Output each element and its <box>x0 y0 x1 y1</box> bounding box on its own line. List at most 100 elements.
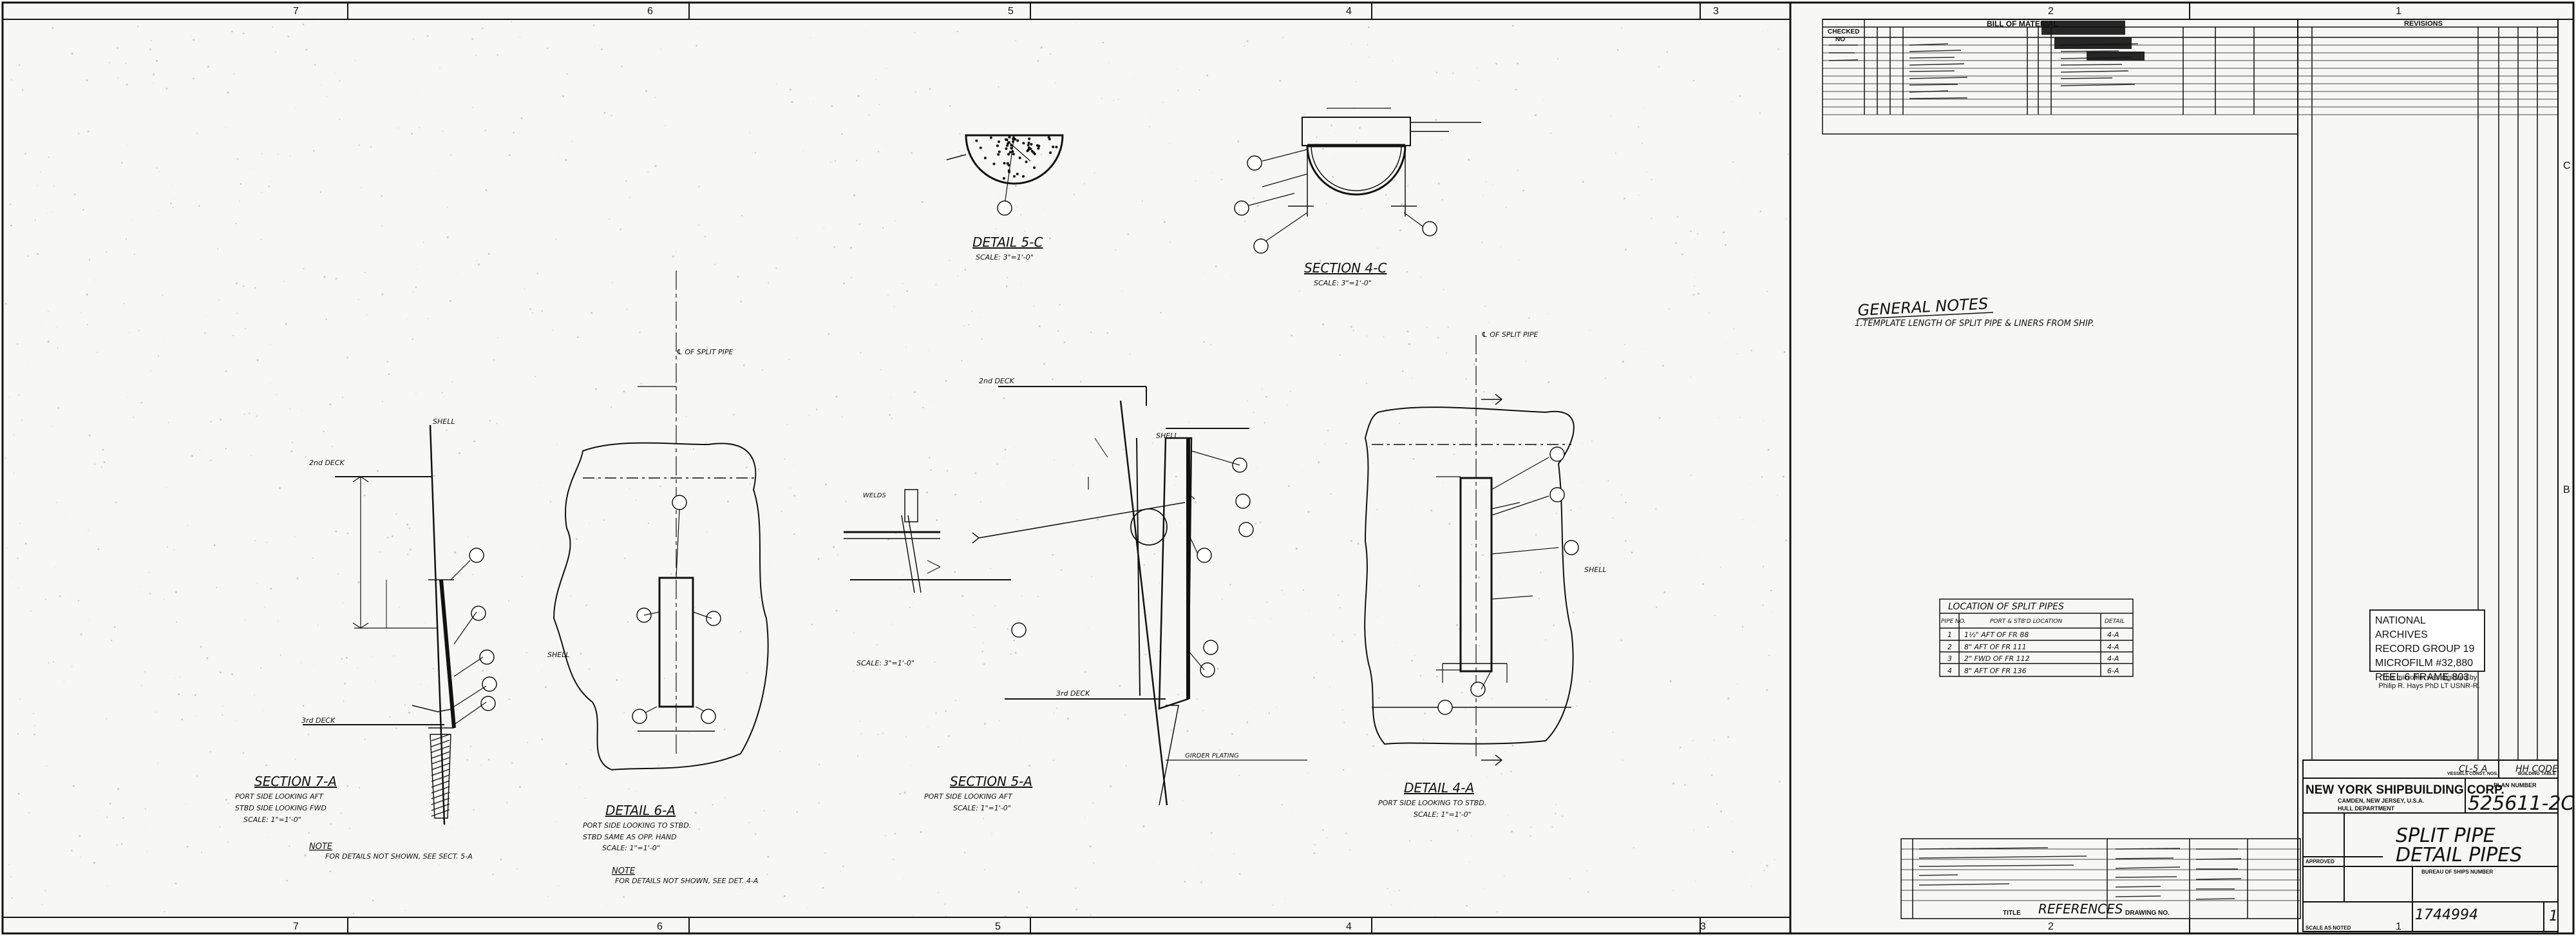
speckle-dot <box>158 355 160 357</box>
speckle-dot <box>1342 769 1345 771</box>
speckle-dot <box>497 54 498 56</box>
speckle-dot <box>536 272 538 274</box>
speckle-dot <box>1633 847 1634 848</box>
speckle-dot <box>1530 835 1531 837</box>
speckle-dot <box>1492 698 1493 700</box>
callout-balloon <box>672 495 687 510</box>
speckle-dot <box>875 79 877 80</box>
callout-balloon <box>471 606 486 621</box>
speckle-dot <box>947 735 950 737</box>
callout-balloons <box>469 155 1579 724</box>
speckle-dot <box>1777 48 1779 50</box>
speckle-dot <box>279 654 282 656</box>
speckle-dot <box>1153 553 1155 555</box>
speckle-dot <box>621 65 623 68</box>
speckle-dot <box>266 794 268 796</box>
speckle-dot <box>670 573 672 575</box>
speckle-dot <box>386 536 389 539</box>
aggregate-dot <box>1006 144 1009 147</box>
speckle-dot <box>1725 343 1727 344</box>
deck2-label-5a: 2nd DECK <box>979 377 1015 385</box>
speckle-dot <box>1376 509 1378 511</box>
aggregate-dot <box>1010 147 1013 149</box>
zone-bottom-3: 3 <box>1700 921 1706 932</box>
speckle-dot <box>1350 325 1352 328</box>
aggregate-dot <box>989 136 992 139</box>
speckle-dot <box>1736 353 1738 355</box>
speckle-dot <box>1441 139 1443 140</box>
speckle-dot <box>1607 480 1609 481</box>
speckle-dot <box>1361 208 1362 209</box>
speckle-dot <box>1106 332 1109 334</box>
speckle-dot <box>227 841 229 843</box>
speckle-dot <box>46 765 47 767</box>
speckle-dot <box>783 895 786 897</box>
speckle-dot <box>1573 611 1575 613</box>
speckle-dot <box>125 238 128 240</box>
speckle-dot <box>1332 634 1334 636</box>
speckle-dot <box>39 326 41 327</box>
speckle-dot <box>1631 551 1633 554</box>
table-row-2-detail: 4-A <box>2107 643 2119 651</box>
speckle-dot <box>1279 80 1282 82</box>
speckle-dot <box>1473 363 1475 365</box>
speckle-dot <box>340 812 342 814</box>
speckle-dot <box>381 195 383 197</box>
speckle-dot <box>1478 645 1480 647</box>
shell-label-4a: SHELL <box>1584 566 1606 574</box>
speckle-dot <box>739 631 742 633</box>
speckle-dot <box>372 899 374 902</box>
speckle-dot <box>196 775 198 777</box>
speckle-dot <box>1759 258 1761 260</box>
speckle-dot <box>1229 584 1231 586</box>
speckle-dot <box>1511 745 1514 747</box>
speckle-dot <box>1264 238 1266 240</box>
speckle-dot <box>406 318 408 320</box>
aggregate-dot <box>1012 153 1015 156</box>
speckle-dot <box>79 835 81 837</box>
speckle-dot <box>209 750 211 753</box>
speckle-dot <box>408 528 410 530</box>
speckle-dot <box>355 616 357 618</box>
speckle-dot <box>1455 624 1458 626</box>
speckle-dot <box>319 191 322 193</box>
speckle-dot <box>285 323 287 325</box>
speckle-dot <box>520 117 523 119</box>
speckle-dot <box>1256 205 1259 207</box>
speckle-dot <box>1141 200 1143 202</box>
speckle-dot <box>1244 45 1245 47</box>
speckle-dot <box>1663 591 1666 594</box>
bom-title: BILL OF MATERIAL <box>1987 19 2058 28</box>
speckle-dot <box>1256 467 1258 468</box>
speckle-dot <box>52 661 55 663</box>
speckle-dot <box>811 624 813 626</box>
speckle-dot <box>1108 62 1110 63</box>
speckle-dot <box>1202 709 1204 711</box>
speckle-dot <box>835 160 837 162</box>
speckle-dot <box>102 448 104 451</box>
speckle-dot <box>94 463 96 465</box>
speckle-dot <box>1658 66 1660 68</box>
speckle-dot <box>132 416 135 418</box>
speckle-dot <box>1662 365 1664 367</box>
section-5a-subscale: SCALE: 3"=1'-0" <box>857 659 914 667</box>
speckle-dot <box>893 859 895 861</box>
speckle-dot <box>289 155 290 157</box>
speckle-dot <box>1013 639 1016 642</box>
speckle-dot <box>980 501 981 503</box>
aggregate-dot <box>1011 150 1014 153</box>
speckle-dot <box>1766 291 1768 292</box>
speckle-dot <box>1782 475 1785 478</box>
speckle-dot <box>1694 238 1696 240</box>
speckle-dot <box>110 640 113 642</box>
speckle-dot <box>1321 148 1324 150</box>
speckle-dot <box>207 66 210 68</box>
speckle-dot <box>364 738 366 740</box>
speckle-dot <box>364 271 366 273</box>
table-header-location: PORT & STB'D LOCATION <box>1990 618 2062 625</box>
speckle-dot <box>113 626 116 628</box>
speckle-dot <box>1553 624 1555 626</box>
archive-stamp-frame <box>2369 609 2485 672</box>
section-7a-line2: STBD SIDE LOOKING FWD <box>235 804 327 812</box>
